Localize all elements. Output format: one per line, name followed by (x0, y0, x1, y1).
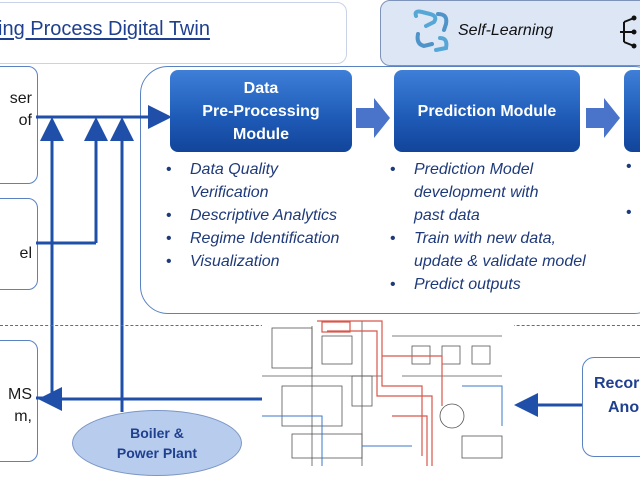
data-preprocessing-module: Data Pre-Processing Module (170, 70, 352, 152)
self-learning-box (380, 0, 640, 66)
bullet-item: Regime Identification (164, 227, 339, 250)
page-title: ing Process Digital Twin (0, 18, 210, 40)
bullet-item: Verification (190, 184, 269, 201)
input-box-bottom (0, 340, 38, 462)
bullet-item: past data (414, 207, 480, 224)
bullet-item: Predict outputs (388, 273, 586, 296)
boiler-power-plant-node: Boiler & Power Plant (72, 410, 242, 476)
input-box-middle-text: el (19, 245, 32, 262)
prediction-bullets: Prediction Model development with past d… (388, 158, 586, 296)
self-learning-label: Self-Learning (458, 22, 554, 39)
bullet-item: Visualization (164, 250, 339, 273)
flow-arrow-1 (356, 98, 390, 138)
neural-net-icon (620, 15, 637, 49)
input-box-bottom-text: MS m, (8, 386, 32, 425)
bullet-item: Prediction Model (388, 158, 586, 181)
bullet-item: Descriptive Analytics (164, 204, 339, 227)
bullet-item: update & validate model (414, 253, 586, 270)
title-frame (0, 2, 347, 64)
cropped-bullet-1: • (626, 158, 632, 175)
bullet-item: Train with new data, (388, 227, 586, 250)
learning-loop-icon (413, 9, 449, 52)
digital-twin-frame (140, 66, 640, 314)
bullet-item: Data Quality (164, 158, 339, 181)
next-module (624, 70, 640, 152)
record-anomaly-box (582, 357, 640, 457)
plant-schematic-image (262, 316, 514, 474)
input-box-top (0, 66, 38, 184)
input-box-middle (0, 198, 38, 290)
input-box-top-text: ser of (9, 90, 32, 129)
prediction-module: Prediction Module (394, 70, 580, 152)
record-anomaly-label: Recor Ano (594, 375, 640, 416)
bullet-item: development with (414, 184, 539, 201)
preprocessing-bullets: Data Quality Verification Descriptive An… (164, 158, 339, 273)
cropped-bullet-2: • (626, 204, 632, 221)
flow-arrow-2 (586, 98, 620, 138)
